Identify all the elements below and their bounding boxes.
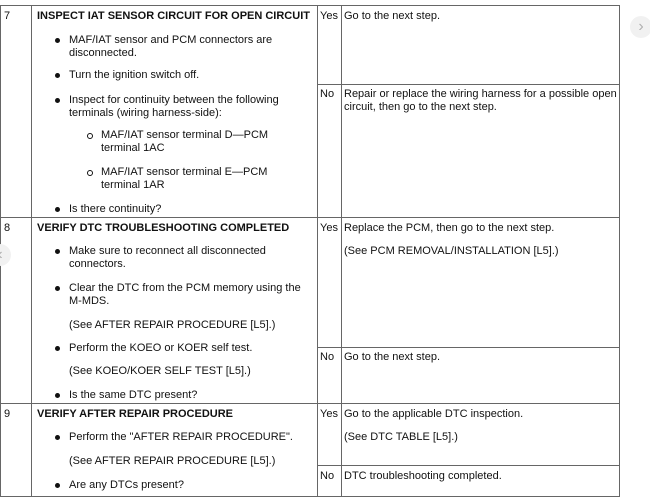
bullet-dot xyxy=(55,73,60,78)
list-item: Make sure to reconnect all disconnected xyxy=(69,245,266,257)
list-item: Is there continuity? xyxy=(69,203,162,215)
bullet-dot xyxy=(55,98,60,103)
list-item: Inspect for continuity between the follo… xyxy=(69,94,279,106)
bullet-dot xyxy=(55,346,60,351)
list-item: Is the same DTC present? xyxy=(69,389,198,401)
chevron-right-icon[interactable]: › xyxy=(630,16,650,38)
no-action: Go to the next step. xyxy=(344,351,441,363)
bullet-dot xyxy=(55,207,60,212)
bullet-dot xyxy=(55,286,60,291)
no-action: Repair or replace the wiring harness for… xyxy=(344,88,617,100)
sub-bullet-ring xyxy=(87,170,93,176)
yes-action: (See DTC TABLE [L5].) xyxy=(344,431,458,443)
no-label: No xyxy=(320,351,335,363)
list-item: Turn the ignition switch off. xyxy=(69,69,200,81)
step-number: 8 xyxy=(4,222,11,234)
step-title: INSPECT IAT SENSOR CIRCUIT FOR OPEN CIRC… xyxy=(37,10,310,22)
no-action: DTC troubleshooting completed. xyxy=(344,470,502,482)
yes-action: (See PCM REMOVAL/INSTALLATION [L5].) xyxy=(344,245,559,257)
list-item: terminal 1AC xyxy=(101,142,165,154)
list-item: connectors. xyxy=(69,258,126,270)
yes-action: Replace the PCM, then go to the next ste… xyxy=(344,222,555,234)
bullet-dot xyxy=(55,38,60,43)
yes-label: Yes xyxy=(320,222,338,234)
yes-action: Go to the applicable DTC inspection. xyxy=(344,408,524,420)
list-item: MAF/IAT sensor terminal D—PCM xyxy=(101,129,269,141)
step-number: 9 xyxy=(4,408,11,420)
chevron-left-icon[interactable]: ‹ xyxy=(0,244,11,266)
no-label: No xyxy=(320,470,335,482)
step-title: VERIFY AFTER REPAIR PROCEDURE xyxy=(37,408,233,420)
no-action: circuit, then go to the next step. xyxy=(344,101,497,113)
list-item: disconnected. xyxy=(69,47,137,59)
list-item: MAF/IAT sensor terminal E—PCM xyxy=(101,166,268,178)
no-label: No xyxy=(320,88,335,100)
list-item: Clear the DTC from the PCM memory using … xyxy=(69,282,301,294)
step-number: 7 xyxy=(4,10,11,22)
bullet-dot xyxy=(55,435,60,440)
list-item: terminals (wiring harness-side): xyxy=(69,107,222,119)
list-item: Perform the "AFTER REPAIR PROCEDURE". xyxy=(69,431,293,443)
list-item: MAF/IAT sensor and PCM connectors are xyxy=(69,34,273,46)
yes-action: Go to the next step. xyxy=(344,10,441,22)
list-item: (See KOEO/KOER SELF TEST [L5].) xyxy=(69,365,251,377)
bullet-dot xyxy=(55,249,60,254)
list-item: terminal 1AR xyxy=(101,179,165,191)
step-title: VERIFY DTC TROUBLESHOOTING COMPLETED xyxy=(37,222,290,234)
bullet-dot xyxy=(55,393,60,398)
bullet-dot xyxy=(55,483,60,488)
yes-label: Yes xyxy=(320,10,338,22)
list-item: (See AFTER REPAIR PROCEDURE [L5].) xyxy=(69,455,276,467)
list-item: (See AFTER REPAIR PROCEDURE [L5].) xyxy=(69,319,276,331)
list-item: Perform the KOEO or KOER self test. xyxy=(69,342,253,354)
list-item: Are any DTCs present? xyxy=(69,479,184,491)
yes-label: Yes xyxy=(320,408,338,420)
sub-bullet-ring xyxy=(87,133,93,139)
list-item: M-MDS. xyxy=(69,295,110,307)
